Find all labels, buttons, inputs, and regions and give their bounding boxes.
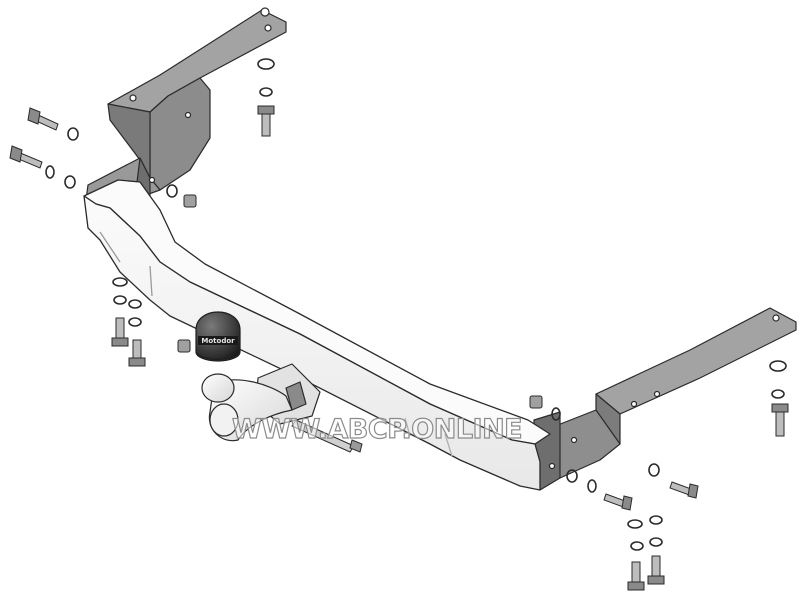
hex-bolt-icon	[669, 481, 699, 499]
watermark-text: WWW.ABCP.ONLINE	[231, 413, 523, 445]
hex-bolt-icon	[257, 105, 275, 137]
flat-washer-icon	[630, 541, 644, 551]
flat-washer-icon	[769, 360, 787, 372]
flat-washer-icon	[771, 389, 785, 399]
flat-washer-icon	[64, 175, 76, 189]
hex-nut-icon	[177, 339, 191, 353]
hex-bolt-icon	[128, 339, 146, 367]
flat-washer-icon	[257, 58, 275, 70]
hex-nut-icon	[529, 395, 543, 409]
hex-bolt-icon	[627, 561, 645, 591]
flat-washer-icon	[566, 469, 578, 483]
left-mounting-bracket	[85, 7, 287, 211]
flat-washer-icon	[587, 479, 597, 493]
towbar-cross-beam	[83, 179, 551, 491]
hex-bolt-icon	[603, 493, 633, 511]
flat-washer-icon	[649, 537, 663, 547]
flat-washer-icon	[128, 299, 142, 309]
hex-bolt-icon	[647, 555, 665, 585]
flat-washer-icon	[627, 519, 643, 529]
flat-washer-icon	[551, 407, 561, 421]
right-mounting-bracket	[533, 307, 797, 491]
hex-bolt-icon	[111, 317, 129, 347]
hex-bolt-icon	[291, 419, 363, 453]
hex-bolt-icon	[27, 107, 59, 131]
tow-ball-assembly	[201, 363, 321, 442]
hex-bolt-icon	[771, 403, 789, 437]
ball-cap-label: Motodor	[201, 337, 235, 345]
flat-washer-icon	[128, 317, 142, 327]
tow-ball-cap	[195, 311, 241, 362]
hex-bolt-icon	[9, 145, 43, 169]
flat-washer-icon	[112, 277, 128, 287]
flat-washer-icon	[113, 295, 127, 305]
flat-washer-icon	[166, 184, 178, 198]
flat-washer-icon	[649, 515, 663, 525]
flat-washer-icon	[648, 463, 660, 477]
flat-washer-icon	[259, 87, 273, 97]
flat-washer-icon	[45, 165, 55, 179]
flat-washer-icon	[67, 127, 79, 141]
hex-nut-icon	[183, 194, 197, 208]
